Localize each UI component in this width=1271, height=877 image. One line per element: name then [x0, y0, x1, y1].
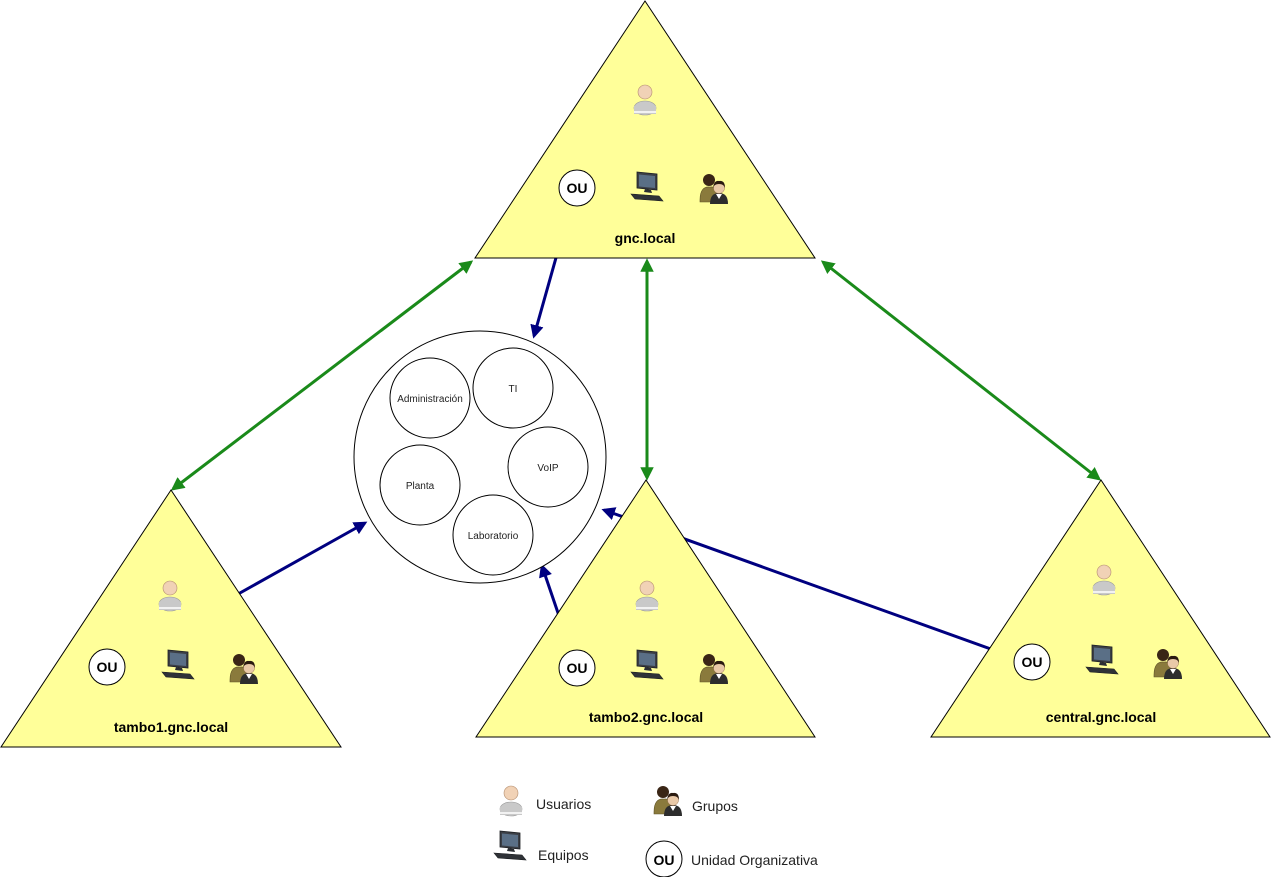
domain-node-tambo1[interactable]: OU tambo1.gnc.local: [0, 489, 342, 748]
legend-label-users: Usuarios: [536, 796, 591, 812]
ou-unit-circle: [472, 347, 554, 429]
ou-unit-circle: [507, 426, 589, 508]
legend-item-computers: Equipos: [493, 830, 589, 863]
computer-icon: [493, 830, 527, 861]
legend-item-users: Usuarios: [499, 785, 591, 817]
ou-unit-administracion[interactable]: Administración: [389, 357, 471, 439]
ou-badge-root[interactable]: OU: [558, 169, 596, 207]
legend-item-ou: OU Unidad Organizativa: [645, 840, 818, 877]
trust-link-root-central: [820, 260, 1102, 481]
domain-label-tambo1: tambo1.gnc.local: [114, 719, 228, 735]
domain-node-tambo2[interactable]: OU tambo2.gnc.local: [475, 479, 816, 738]
domain-label-root: gnc.local: [615, 230, 676, 246]
domain-triangle-central: [930, 479, 1271, 738]
domain-triangle-root: [474, 0, 816, 259]
legend-label-computers: Equipos: [538, 847, 589, 863]
legend-ou-badge: OU: [654, 852, 675, 868]
ou-unit-circle: [389, 357, 471, 439]
legend-label-groups: Grupos: [692, 798, 738, 814]
ou-badge-label: OU: [97, 659, 118, 675]
ou-unit-voip[interactable]: VoIP: [507, 426, 589, 508]
ou-unit-ti[interactable]: TI: [472, 347, 554, 429]
ou-badge-label: OU: [1022, 654, 1043, 670]
ou-icon: [1013, 643, 1051, 681]
ou-badge-label: OU: [567, 660, 588, 676]
ou-unit-label: Administración: [397, 394, 463, 405]
ou-icon: [558, 169, 596, 207]
ou-unit-planta[interactable]: Planta: [379, 444, 461, 526]
domain-node-central[interactable]: OU central.gnc.local: [930, 479, 1271, 738]
legend-item-groups: Grupos: [653, 785, 738, 817]
group-icon: [653, 785, 683, 817]
ou-icon: [558, 649, 596, 687]
ou-icon: [88, 648, 126, 686]
domain-node-root[interactable]: OU gnc.local: [474, 0, 816, 259]
legend: Usuarios Grupos Equipos OU Unidad Organi…: [493, 785, 818, 877]
domain-label-central: central.gnc.local: [1046, 709, 1156, 725]
ou-unit-circle: [452, 494, 534, 576]
ou-unit-laboratorio[interactable]: Laboratorio: [452, 494, 534, 576]
ou-unit-label: TI: [509, 384, 518, 395]
ou-unit-circle: [379, 444, 461, 526]
ou-badge-central[interactable]: OU: [1013, 643, 1051, 681]
ou-badge-tambo1[interactable]: OU: [88, 648, 126, 686]
ou-icon: [645, 840, 683, 877]
trust-link-root-tambo1: [170, 260, 474, 491]
ou-unit-label: VoIP: [537, 463, 558, 474]
domain-triangle-tambo1: [0, 489, 342, 748]
domain-label-tambo2: tambo2.gnc.local: [589, 709, 703, 725]
ou-badge-label: OU: [567, 180, 588, 196]
user-icon: [499, 785, 523, 817]
ou-unit-label: Laboratorio: [468, 531, 519, 542]
legend-label-ou: Unidad Organizativa: [691, 852, 818, 868]
ou-unit-label: Planta: [406, 481, 435, 492]
ou-container[interactable]: Administración TI Planta VoIP Laboratori…: [353, 330, 607, 584]
ou-badge-tambo2[interactable]: OU: [558, 649, 596, 687]
